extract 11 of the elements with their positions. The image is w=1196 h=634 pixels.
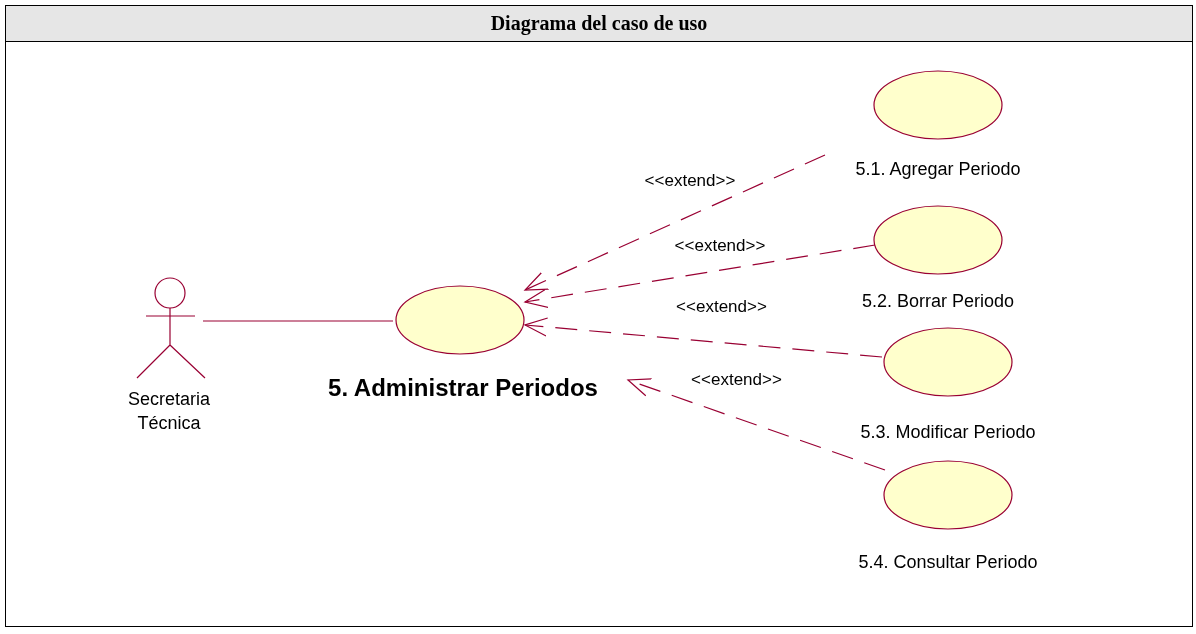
use-case-name: 5.3. Modificar Periodo	[859, 422, 1037, 443]
use-case-name: 5.2. Borrar Periodo	[860, 291, 1016, 312]
dashed-arrow	[627, 378, 886, 471]
use-case-name: 5. Administrar Periodos	[327, 374, 599, 402]
association-line	[202, 320, 394, 322]
dashed-arrow	[524, 154, 826, 291]
dashed-arrow	[524, 317, 883, 358]
use-case-name: 5.4. Consultar Periodo	[857, 552, 1039, 573]
actor-name: Secretaria Técnica	[126, 388, 211, 435]
diagram-title: Diagrama del caso de uso	[6, 6, 1192, 42]
use-case-name: 5.1. Agregar Periodo	[854, 159, 1022, 180]
